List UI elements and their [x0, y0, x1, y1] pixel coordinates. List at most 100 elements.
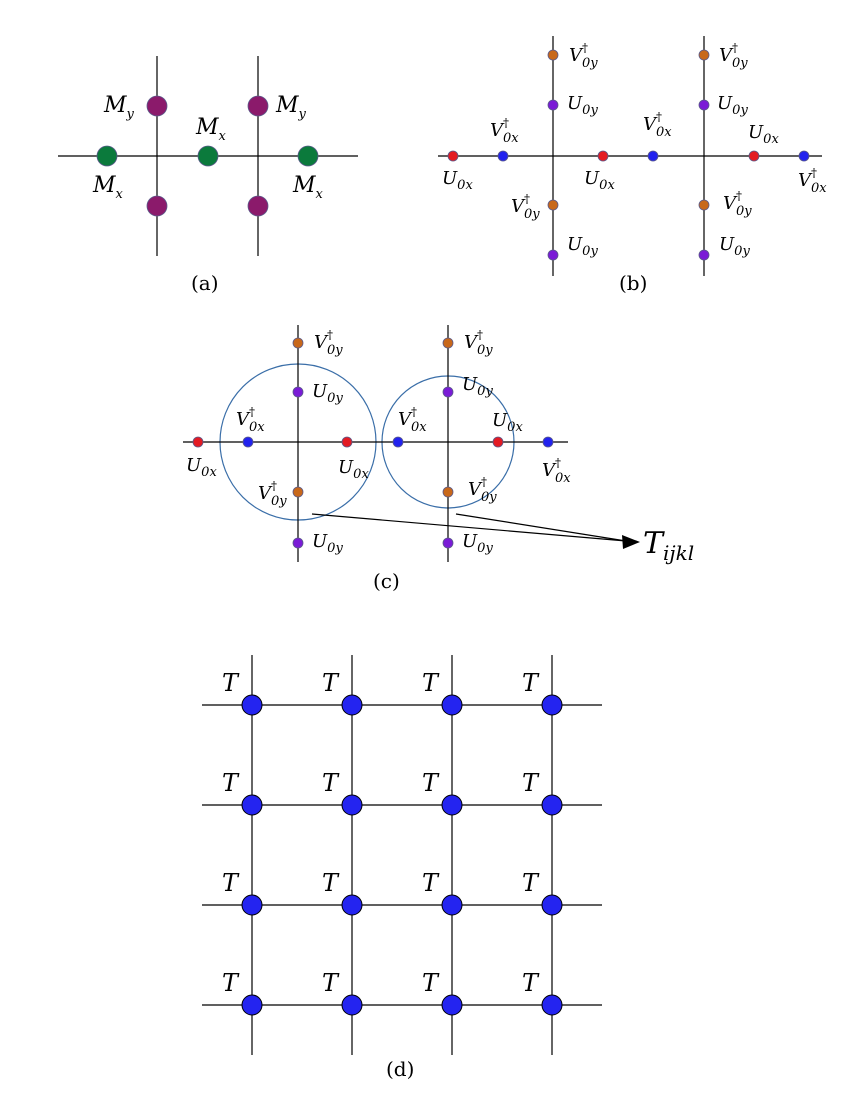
label-v0y: V†0y — [464, 328, 493, 358]
u0x-node — [748, 150, 760, 162]
label-tensor-t-ijkl: Tijkl — [643, 526, 694, 565]
caption-d: (d) — [386, 1057, 414, 1081]
tensor-node — [541, 794, 563, 816]
caption-a: (a) — [191, 271, 219, 295]
arrow-line-right — [455, 513, 627, 542]
mx-node — [197, 145, 219, 167]
u0y-node — [547, 99, 559, 111]
label-v0y: V†0y — [719, 41, 748, 71]
tensor-node-label: T — [522, 669, 540, 697]
tensor-node — [341, 894, 363, 916]
arrowhead — [622, 535, 640, 549]
label-u0x: U0x — [442, 168, 473, 193]
tensor-node — [441, 994, 463, 1016]
label-v0y: V†0y — [314, 328, 343, 358]
tensor-node — [541, 694, 563, 716]
tensor-node — [241, 794, 263, 816]
label-v0x: V†0x — [798, 166, 827, 196]
panel-b: V†0y V†0y U0y U0y V†0x V†0x U0x U0x U0x … — [438, 36, 827, 295]
tensor-node-label: T — [422, 769, 440, 797]
u0y-node — [442, 386, 454, 398]
v0x-node — [647, 150, 659, 162]
label-u0y: U0y — [462, 531, 493, 556]
label-my-right: My — [275, 93, 307, 122]
tensor-node — [341, 994, 363, 1016]
v0y-node — [292, 337, 304, 349]
tensor-node — [441, 794, 463, 816]
label-mx-center: Mx — [195, 115, 227, 144]
tensor-node-label: T — [422, 669, 440, 697]
my-node — [146, 195, 168, 217]
v0y-node — [547, 199, 559, 211]
label-u0y: U0y — [567, 93, 598, 118]
tensor-node — [341, 794, 363, 816]
tensor-node — [541, 994, 563, 1016]
u0x-node — [192, 436, 204, 448]
tensor-node-label: T — [522, 969, 540, 997]
my-node — [146, 95, 168, 117]
label-u0y: U0y — [717, 93, 748, 118]
tensor-node-label: T — [222, 969, 240, 997]
label-u0y: U0y — [462, 374, 493, 399]
u0x-node — [341, 436, 353, 448]
mx-node — [297, 145, 319, 167]
v0x-node — [242, 436, 254, 448]
label-v0y: V†0y — [723, 189, 752, 219]
v0y-node — [442, 337, 454, 349]
v0y-node — [442, 486, 454, 498]
tensor-node-label: T — [322, 869, 340, 897]
u0x-node — [597, 150, 609, 162]
tensor-node — [341, 694, 363, 716]
tensor-node-label: T — [422, 869, 440, 897]
tensor-node-label: T — [422, 969, 440, 997]
v0x-node — [392, 436, 404, 448]
label-v0y: V†0y — [511, 192, 540, 222]
label-v0x: V†0x — [398, 405, 427, 435]
label-u0x: U0x — [338, 457, 369, 482]
my-node — [247, 195, 269, 217]
u0y-node — [698, 249, 710, 261]
tensor-node-label: T — [322, 669, 340, 697]
tensor-node — [241, 994, 263, 1016]
label-u0y: U0y — [312, 381, 343, 406]
v0y-node — [292, 486, 304, 498]
label-v0y: V†0y — [468, 475, 497, 505]
label-v0x: V†0x — [643, 110, 672, 140]
tensor-node — [241, 694, 263, 716]
v0x-node — [497, 150, 509, 162]
label-mx-right: Mx — [292, 173, 324, 202]
u0y-node — [547, 249, 559, 261]
tensor-node-label: T — [222, 869, 240, 897]
tensor-node-label: T — [522, 769, 540, 797]
label-u0x: U0x — [492, 410, 523, 435]
label-u0x: U0x — [186, 455, 217, 480]
label-v0x: V†0x — [542, 456, 571, 486]
tensor-node-label: T — [222, 669, 240, 697]
label-v0y: V†0y — [569, 41, 598, 71]
label-u0x: U0x — [748, 122, 779, 147]
v0y-node — [698, 199, 710, 211]
tensor-node-label: T — [322, 969, 340, 997]
u0y-node — [292, 386, 304, 398]
u0y-node — [698, 99, 710, 111]
u0x-node — [492, 436, 504, 448]
label-v0y: V†0y — [258, 479, 287, 509]
label-u0y: U0y — [312, 531, 343, 556]
v0y-node — [698, 49, 710, 61]
tensor-node — [441, 894, 463, 916]
tensor-node-label: T — [222, 769, 240, 797]
label-u0y: U0y — [719, 234, 750, 259]
arrow-line-left — [311, 513, 627, 542]
label-mx-left: Mx — [92, 173, 124, 202]
label-u0x: U0x — [584, 168, 615, 193]
label-my-left: My — [103, 93, 135, 122]
panel-a: My My Mx Mx Mx (a) — [58, 56, 358, 295]
u0x-node — [447, 150, 459, 162]
v0x-node — [542, 436, 554, 448]
v0x-node — [798, 150, 810, 162]
caption-b: (b) — [619, 271, 647, 295]
label-v0x: V†0x — [490, 116, 519, 146]
v0y-node — [547, 49, 559, 61]
